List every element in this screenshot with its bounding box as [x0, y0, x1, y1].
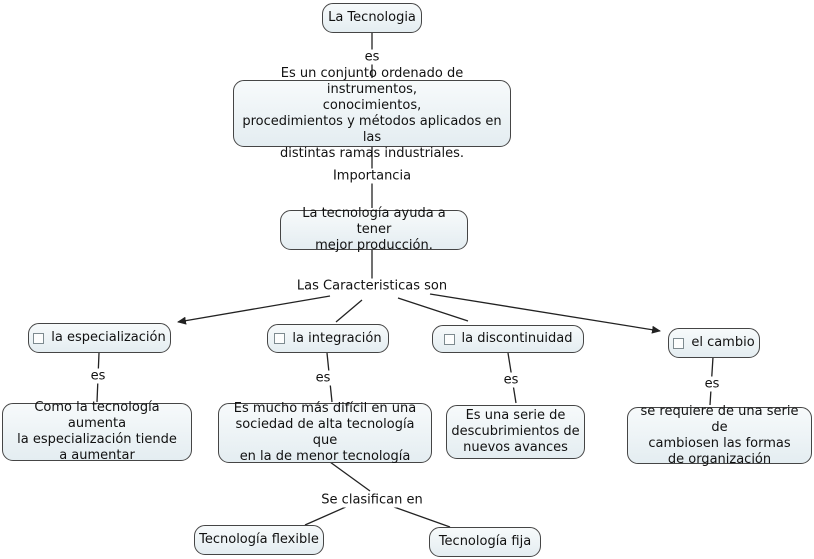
node-tecnologia-fija[interactable]: Tecnología fija — [429, 527, 541, 557]
node-integracion-label: la integración — [292, 330, 382, 346]
node-tecnologia-flexible-label: Tecnología flexible — [199, 532, 319, 547]
link-label-es-discontinuidad[interactable]: es — [499, 372, 523, 388]
square-icon — [443, 333, 455, 345]
node-produccion-label: La tecnología ayuda a tener mejor produc… — [302, 206, 446, 253]
node-especializacion-desc-label: Como la tecnología aumenta la especializ… — [17, 400, 177, 463]
node-integracion[interactable]: la integración — [267, 324, 389, 353]
link-label-importancia[interactable]: Importancia — [328, 168, 416, 184]
link-label-caracteristicas[interactable]: Las Caracteristicas son — [292, 278, 452, 294]
square-icon — [673, 337, 685, 349]
node-la-tecnologia[interactable]: La Tecnologia — [322, 3, 422, 33]
node-especializacion-desc[interactable]: Como la tecnología aumenta la especializ… — [2, 400, 192, 463]
node-discontinuidad-desc-label: Es una serie de descubrimientos de nuevo… — [451, 408, 580, 455]
node-integracion-desc-label: Es mucho más difícil en una sociedad de … — [233, 401, 417, 464]
node-discontinuidad-label: la discontinuidad — [461, 331, 573, 346]
node-el-cambio-label: el cambio — [691, 335, 755, 350]
node-cambio-desc-label: se requiere de una serie de cambiosen la… — [640, 403, 799, 467]
square-icon — [33, 332, 45, 344]
node-tecnologia-flexible[interactable]: Tecnología flexible — [194, 525, 324, 555]
node-especializacion[interactable]: la especialización — [28, 323, 171, 353]
link-label-es-root[interactable]: es — [360, 49, 384, 65]
link-label-es-especializacion[interactable]: es — [86, 368, 110, 384]
node-integracion-desc[interactable]: Es mucho más difícil en una sociedad de … — [218, 401, 432, 464]
node-cambio-desc[interactable]: se requiere de una serie de cambiosen la… — [627, 404, 812, 467]
node-discontinuidad[interactable]: la discontinuidad — [432, 325, 584, 353]
node-definicion-label: Es un conjunto ordenado de instrumentos,… — [242, 65, 502, 161]
node-tecnologia-fija-label: Tecnología fija — [438, 534, 532, 549]
node-discontinuidad-desc[interactable]: Es una serie de descubrimientos de nuevo… — [446, 405, 585, 459]
link-label-es-integracion[interactable]: es — [311, 370, 335, 386]
square-icon — [274, 333, 286, 344]
link-label-es-cambio[interactable]: es — [700, 376, 724, 392]
node-especializacion-label: la especialización — [51, 330, 166, 345]
link-label-clasifican[interactable]: Se clasifican en — [317, 492, 427, 508]
node-el-cambio[interactable]: el cambio — [668, 328, 760, 358]
node-definicion[interactable]: Es un conjunto ordenado de instrumentos,… — [233, 66, 511, 161]
node-la-tecnologia-label: La Tecnologia — [328, 10, 416, 25]
node-produccion[interactable]: La tecnología ayuda a tener mejor produc… — [280, 206, 468, 253]
